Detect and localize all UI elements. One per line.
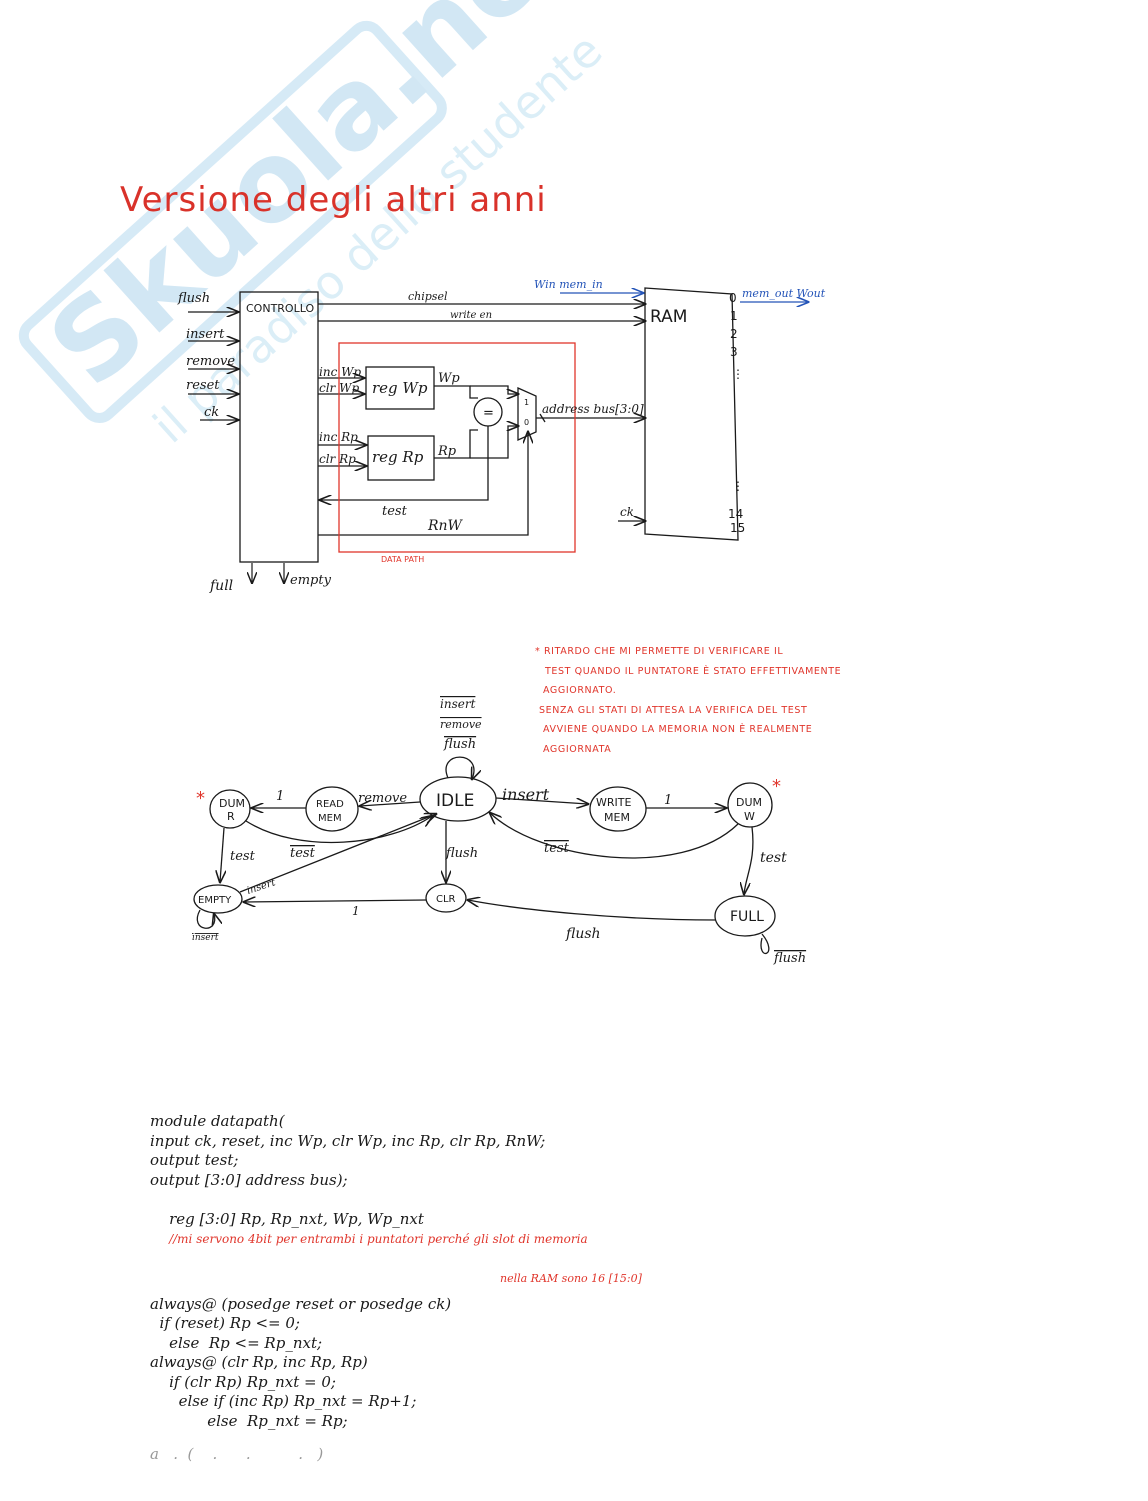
mem-in-label: Win mem_in — [534, 278, 603, 291]
input-ck: ck — [204, 405, 219, 420]
state-read-mem-1: READ — [316, 799, 344, 810]
code-line: else Rp <= Rp_nxt; — [150, 1334, 910, 1354]
edge-full-clr — [468, 900, 716, 920]
edge-dumw-full — [744, 827, 753, 894]
state-dum-r-1: DUM — [219, 797, 245, 810]
idle-loop-flush: flush — [443, 737, 476, 752]
clr-wp-label: clr Wp — [319, 381, 359, 395]
ram-ck-label: ck — [620, 505, 634, 519]
block-diagram: DATA PATH flush insert remove reset ck C… — [0, 0, 1148, 620]
write-en-label: write en — [450, 310, 492, 321]
state-full: FULL — [730, 909, 764, 925]
rp-out-label: Rp — [437, 444, 457, 459]
inc-wp-label: inc Wp — [319, 365, 361, 379]
mux-shape — [518, 388, 536, 440]
code-line: reg [3:0] Rp, Rp_nxt, Wp, Wp_nxt — [169, 1210, 424, 1228]
full-output: full — [209, 578, 233, 594]
code-line: always@ (posedge reset or posedge ck) — [150, 1295, 910, 1315]
controller-box — [240, 292, 318, 562]
input-flush: flush — [177, 291, 210, 306]
label-dumr-empty: test — [230, 849, 256, 864]
mux-in-0: 0 — [524, 418, 529, 427]
edge-clr-empty — [244, 900, 426, 902]
code-line: output [3:0] address bus); — [150, 1171, 910, 1191]
idle-self-loop — [446, 757, 474, 779]
code-block: module datapath( input ck, reset, inc Wp… — [150, 1112, 910, 1465]
ram-address-3: 3 — [730, 345, 738, 359]
clr-rp-label: clr Rp — [319, 452, 356, 466]
code-line: input ck, reset, inc Wp, clr Wp, inc Rp,… — [150, 1132, 910, 1152]
input-insert: insert — [186, 327, 225, 342]
idle-loop-remove: remove — [440, 718, 482, 731]
code-line: if (reset) Rp <= 0; — [150, 1314, 910, 1334]
note-line: test quando il puntatore è stato effetti… — [535, 662, 835, 682]
star-dum-w: * — [772, 776, 781, 797]
ram-address-14: 14 — [728, 507, 743, 521]
label-empty-idle: insert — [246, 877, 278, 897]
label-full-clr: flush — [565, 926, 601, 942]
edge-dumr-empty — [220, 828, 224, 882]
ram-address-dots-b: ⋮ — [732, 479, 744, 493]
label-empty-self: insert — [192, 933, 219, 943]
code-comment: //mi servono 4bit per entrambi i puntato… — [169, 1232, 588, 1246]
label-clr-empty: 1 — [352, 904, 360, 918]
code-line: else if (inc Rp) Rp_nxt = Rp+1; — [150, 1392, 910, 1412]
ram-address-1: 1 — [730, 309, 738, 323]
code-line: always@ (clr Rp, inc Rp, Rp) — [150, 1353, 910, 1373]
code-line: output test; — [150, 1151, 910, 1171]
label-dumw-idle: test — [544, 841, 570, 856]
empty-output: empty — [290, 573, 332, 588]
note-line: * Ritardo che mi permette di verificare … — [535, 642, 835, 662]
chipsel-label: chipsel — [408, 290, 448, 303]
code-line: module datapath( — [150, 1112, 910, 1132]
state-dum-r-2: R — [227, 810, 235, 823]
label-idle-write: insert — [502, 785, 550, 804]
code-line: if (clr Rp) Rp_nxt = 0; — [150, 1373, 910, 1393]
ram-address-0: 0 — [729, 291, 737, 305]
label-idle-read: remove — [358, 791, 407, 806]
mux-in-1: 1 — [524, 398, 529, 407]
label-full-self: flush — [773, 951, 806, 966]
state-dum-w-2: W — [744, 810, 755, 823]
label-idle-clr: flush — [445, 846, 478, 861]
state-clr: CLR — [436, 894, 456, 905]
inc-rp-label: inc Rp — [319, 430, 358, 444]
label-read-dumr: 1 — [276, 789, 284, 804]
label-dumw-full: test — [760, 850, 787, 866]
ram-label: RAM — [650, 307, 687, 327]
state-empty: EMPTY — [198, 895, 232, 906]
state-diagram: IDLE READ MEM DUM R EMPTY CLR WRITE MEM … — [0, 680, 1148, 1000]
mem-out-label: mem_out Wout — [742, 287, 826, 300]
ram-address-dots-a: ⋮ — [732, 367, 744, 381]
full-self-loop — [761, 934, 769, 953]
wp-out-label: Wp — [438, 371, 460, 386]
test-label: test — [382, 504, 408, 519]
datapath-label: DATA PATH — [381, 555, 424, 564]
address-bus-label: address bus[3:0] — [542, 402, 644, 416]
label-dumr-idle: test — [290, 846, 316, 861]
ram-address-2: 2 — [730, 327, 738, 341]
idle-loop-insert: insert — [440, 697, 476, 711]
ram-address-15: 15 — [730, 521, 745, 535]
state-dum-w-1: DUM — [736, 796, 762, 809]
rnw-label: RnW — [427, 518, 464, 534]
code-cut-line: a . ( . . . ) — [150, 1445, 910, 1465]
reg-wp-label: reg Wp — [372, 379, 428, 397]
input-reset: reset — [186, 378, 220, 393]
code-comment-2: nella RAM sono 16 [15:0] — [150, 1269, 910, 1289]
state-read-mem-2: MEM — [318, 813, 342, 824]
state-write-mem-shape — [590, 787, 646, 831]
state-idle: IDLE — [436, 791, 474, 811]
comparator-label: = — [483, 406, 494, 421]
code-line: else Rp_nxt = Rp; — [150, 1412, 910, 1432]
reg-rp-label: reg Rp — [372, 448, 424, 466]
controller-label: CONTROLLO — [246, 302, 314, 315]
state-write-mem-1: WRITE — [596, 796, 631, 809]
input-remove: remove — [186, 354, 235, 369]
label-write-dumw: 1 — [664, 793, 672, 808]
star-dum-r: * — [196, 788, 205, 809]
state-write-mem-2: MEM — [604, 811, 630, 824]
